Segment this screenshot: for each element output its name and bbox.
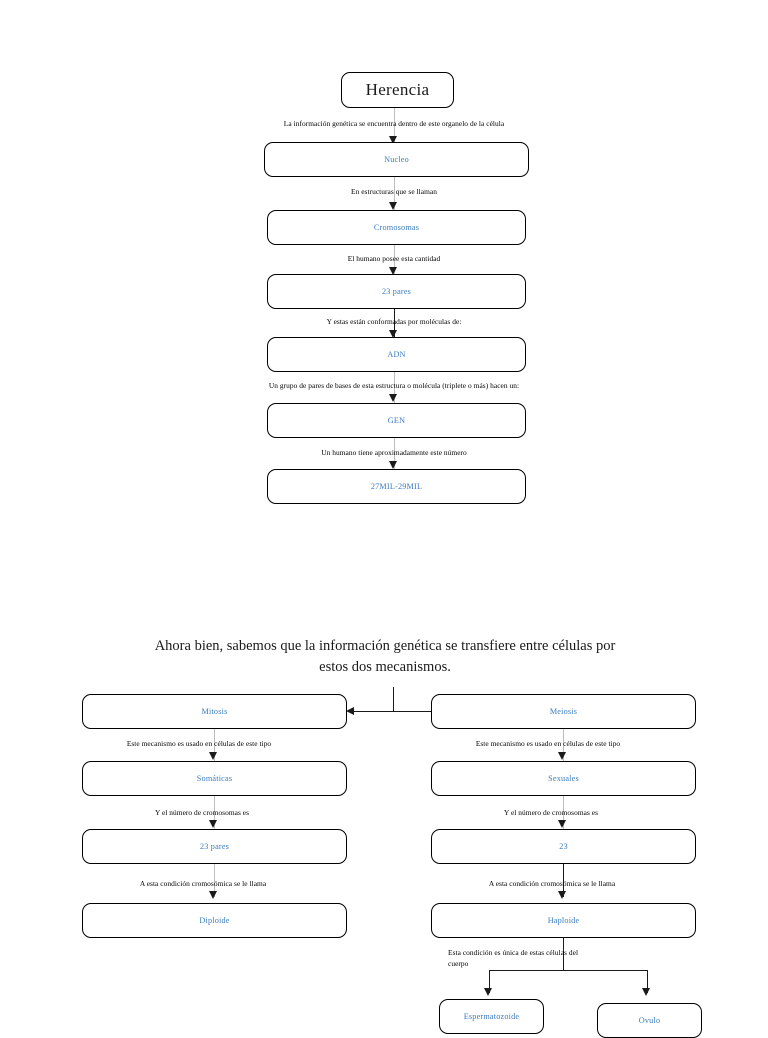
- arrowhead-haploide: [558, 891, 566, 899]
- arrowhead-nucleo: [389, 136, 397, 144]
- section-heading: Ahora bien, sabemos que la información g…: [154, 638, 616, 675]
- arrowhead-gen: [389, 394, 397, 402]
- node-label: Somáticas: [196, 773, 233, 783]
- node-label: 23: [559, 841, 568, 851]
- node-herencia[interactable]: Herencia: [341, 72, 454, 108]
- connector-line-adn-gen: [394, 372, 396, 404]
- arrowhead-23pares: [389, 267, 397, 275]
- edge-label-sexuales-23: Y el número de cromosomas es: [503, 808, 599, 817]
- node-label: Espermatozoide: [463, 1011, 520, 1021]
- edge-label-somaticas-23pares: Y el número de cromosomas es: [154, 808, 250, 817]
- connector-line-23pares-adn: [394, 309, 396, 338]
- connector-line-sexuales-23: [563, 796, 565, 829]
- node-gen[interactable]: GEN: [267, 403, 526, 438]
- node-sexuales[interactable]: Sexuales: [431, 761, 696, 796]
- connector-line-meiosis-sexuales: [563, 729, 565, 761]
- arrowhead-ovulo: [642, 988, 650, 996]
- node-espermatozoide[interactable]: Espermatozoide: [439, 999, 544, 1034]
- node-label: 23 pares: [381, 286, 412, 296]
- node-diploide[interactable]: Diploide: [82, 903, 347, 938]
- node-label: Diploide: [199, 915, 230, 925]
- connector-line-nucleo-cromosomas: [394, 177, 396, 211]
- node-genes-count[interactable]: 27MIL-29MIL: [267, 469, 526, 504]
- arrowhead-somaticas: [209, 752, 217, 760]
- node-label: GEN: [387, 415, 406, 425]
- edge-label-gen-genes-count: Un humano tiene aproximadamente este núm…: [321, 448, 467, 457]
- arrowhead-cromosomas: [389, 202, 397, 210]
- edge-label-23pares-adn: Y estas están conformadas por moléculas …: [326, 317, 462, 326]
- node-label: Nucleo: [384, 154, 409, 164]
- arrowhead-diploide: [209, 891, 217, 899]
- edge-label-haploide-branch: Esta condición es única de estas células…: [448, 948, 579, 969]
- arrowhead-mitosis: [346, 707, 354, 715]
- node-label: Sexuales: [548, 773, 579, 783]
- connector-branch-left-drop: [489, 970, 491, 993]
- node-somaticas[interactable]: Somáticas: [82, 761, 347, 796]
- edge-label-herencia-nucleo: La información genética se encuentra den…: [283, 119, 505, 128]
- node-label: 23 pares: [199, 841, 230, 851]
- node-label: ADN: [387, 349, 406, 359]
- node-23[interactable]: 23: [431, 829, 696, 864]
- connector-line-somaticas-23pares: [214, 796, 216, 829]
- edge-label-mitosis-somaticas: Este mecanismo es usado en células de es…: [126, 739, 272, 748]
- node-label: Cromosomas: [373, 222, 420, 232]
- node-label: Mitosis: [201, 706, 228, 716]
- arrowhead-23: [558, 820, 566, 828]
- connector-stem-mechanisms: [393, 687, 395, 712]
- node-mitosis[interactable]: Mitosis: [82, 694, 347, 729]
- node-ovulo[interactable]: Ovulo: [597, 1003, 702, 1038]
- connector-line-mitosis-meiosis: [349, 711, 438, 713]
- node-label: Ovulo: [638, 1015, 661, 1025]
- edge-label-nucleo-cromosomas: En estructuras que se llaman: [351, 187, 437, 196]
- node-adn[interactable]: ADN: [267, 337, 526, 372]
- arrowhead-espermatozoide: [484, 988, 492, 996]
- connector-line-mitosis-somaticas: [214, 729, 216, 761]
- node-cromosomas[interactable]: Cromosomas: [267, 210, 526, 245]
- node-left-23-pares[interactable]: 23 pares: [82, 829, 347, 864]
- arrowhead-sexuales: [558, 752, 566, 760]
- edge-label-23pares-diploide: A esta condición cromosómica se le llama: [139, 879, 267, 888]
- edge-label-adn-gen: Un grupo de pares de bases de esta estru…: [268, 381, 520, 390]
- arrowhead-left-23pares: [209, 820, 217, 828]
- connector-line-23-haploide: [563, 864, 565, 897]
- connector-line-herencia-nucleo: [394, 108, 396, 146]
- node-label: Meiosis: [549, 706, 578, 716]
- node-label: Herencia: [365, 80, 430, 100]
- connector-line-haploide-branch: [563, 938, 565, 971]
- node-label: Haploide: [547, 915, 580, 925]
- edge-label-cromosomas-23pares: El humano posee esta cantidad: [347, 254, 441, 263]
- node-haploide[interactable]: Haploide: [431, 903, 696, 938]
- node-nucleo[interactable]: Nucleo: [264, 142, 529, 177]
- node-meiosis[interactable]: Meiosis: [431, 694, 696, 729]
- connector-line-cromosomas-23pares: [394, 245, 396, 276]
- connector-branch-bar: [489, 970, 648, 972]
- connector-line-gen-genes-count: [394, 438, 396, 470]
- node-label: 27MIL-29MIL: [370, 481, 423, 491]
- arrowhead-adn: [389, 330, 397, 338]
- node-23-pares[interactable]: 23 pares: [267, 274, 526, 309]
- connector-branch-right-drop: [647, 970, 649, 993]
- arrowhead-genes-count: [389, 461, 397, 469]
- edge-label-23-haploide: A esta condición cromosómica se le llama: [488, 879, 616, 888]
- connector-line-23pares-diploide: [214, 864, 216, 897]
- edge-label-meiosis-sexuales: Este mecanismo es usado en células de es…: [475, 739, 621, 748]
